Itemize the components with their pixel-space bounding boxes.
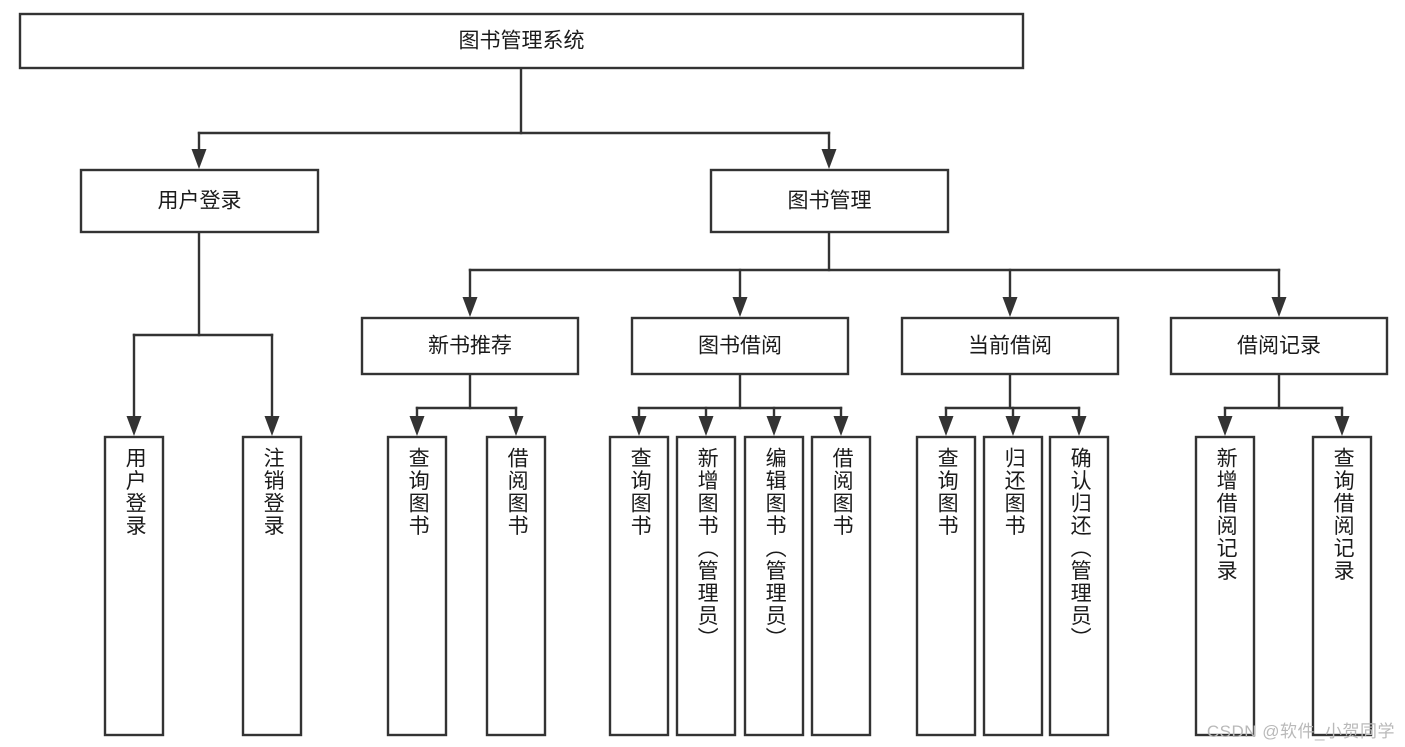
node-leaf-归还图书-9[interactable] <box>982 435 1044 737</box>
arrow-head-icon <box>1217 416 1233 436</box>
node-leaf-借阅图书-7[interactable] <box>810 435 872 737</box>
arrow-head-icon <box>821 149 837 169</box>
node-leaf-用户登录-0[interactable] <box>103 435 165 737</box>
csdn-watermark: CSDN @软件_小贺同学 <box>1206 722 1395 741</box>
arrow-head-icon <box>732 297 748 317</box>
node-root-图书管理系统[interactable] <box>18 12 1025 70</box>
node-l2-图书管理-1[interactable] <box>709 168 950 234</box>
arrow-head-icon <box>833 416 849 436</box>
node-leaf-查询图书-4[interactable] <box>608 435 670 737</box>
arrow-head-icon <box>631 416 647 436</box>
node-l3-图书借阅-1[interactable] <box>630 316 850 376</box>
node-l3-新书推荐-0[interactable] <box>360 316 580 376</box>
arrow-head-icon <box>1071 416 1087 436</box>
arrow-head-icon <box>462 297 478 317</box>
node-l3-图书借阅-1-label: 图书借阅 <box>698 335 782 358</box>
connector-layer <box>126 66 1350 436</box>
node-leaf-编辑图书管理员-6[interactable] <box>743 435 805 737</box>
arrow-head-icon <box>508 416 524 436</box>
node-root-图书管理系统-label: 图书管理系统 <box>459 30 585 53</box>
arrow-head-icon <box>1271 297 1287 317</box>
node-l3-当前借阅-2[interactable] <box>900 316 1120 376</box>
arrow-head-icon <box>126 416 142 436</box>
arrow-head-icon <box>264 416 280 436</box>
node-l2-图书管理-1-label: 图书管理 <box>788 190 872 213</box>
node-l3-借阅记录-3-label: 借阅记录 <box>1237 335 1321 358</box>
arrow-head-icon <box>191 149 207 169</box>
arrow-head-icon <box>938 416 954 436</box>
node-leaf-注销登录-1[interactable] <box>241 435 303 737</box>
arrow-head-icon <box>1005 416 1021 436</box>
node-leaf-查询借阅记录-12[interactable] <box>1311 435 1373 737</box>
node-leaf-借阅图书-3[interactable] <box>485 435 547 737</box>
node-l3-新书推荐-0-label: 新书推荐 <box>428 335 512 358</box>
node-leaf-查询图书-2[interactable] <box>386 435 448 737</box>
node-l3-当前借阅-2-label: 当前借阅 <box>968 335 1052 358</box>
node-l2-用户登录-0-label: 用户登录 <box>158 190 242 213</box>
arrow-head-icon <box>409 416 425 436</box>
node-leaf-新增图书管理员-5[interactable] <box>675 435 737 737</box>
node-l3-借阅记录-3[interactable] <box>1169 316 1389 376</box>
arrow-head-icon <box>1334 416 1350 436</box>
node-box-layer <box>18 12 1389 737</box>
arrow-head-icon <box>766 416 782 436</box>
node-l2-用户登录-0[interactable] <box>79 168 320 234</box>
arrow-head-icon <box>1002 297 1018 317</box>
node-leaf-新增借阅记录-11[interactable] <box>1194 435 1256 737</box>
node-leaf-查询图书-8[interactable] <box>915 435 977 737</box>
node-leaf-确认归还管理员-10[interactable] <box>1048 435 1110 737</box>
arrow-head-icon <box>698 416 714 436</box>
